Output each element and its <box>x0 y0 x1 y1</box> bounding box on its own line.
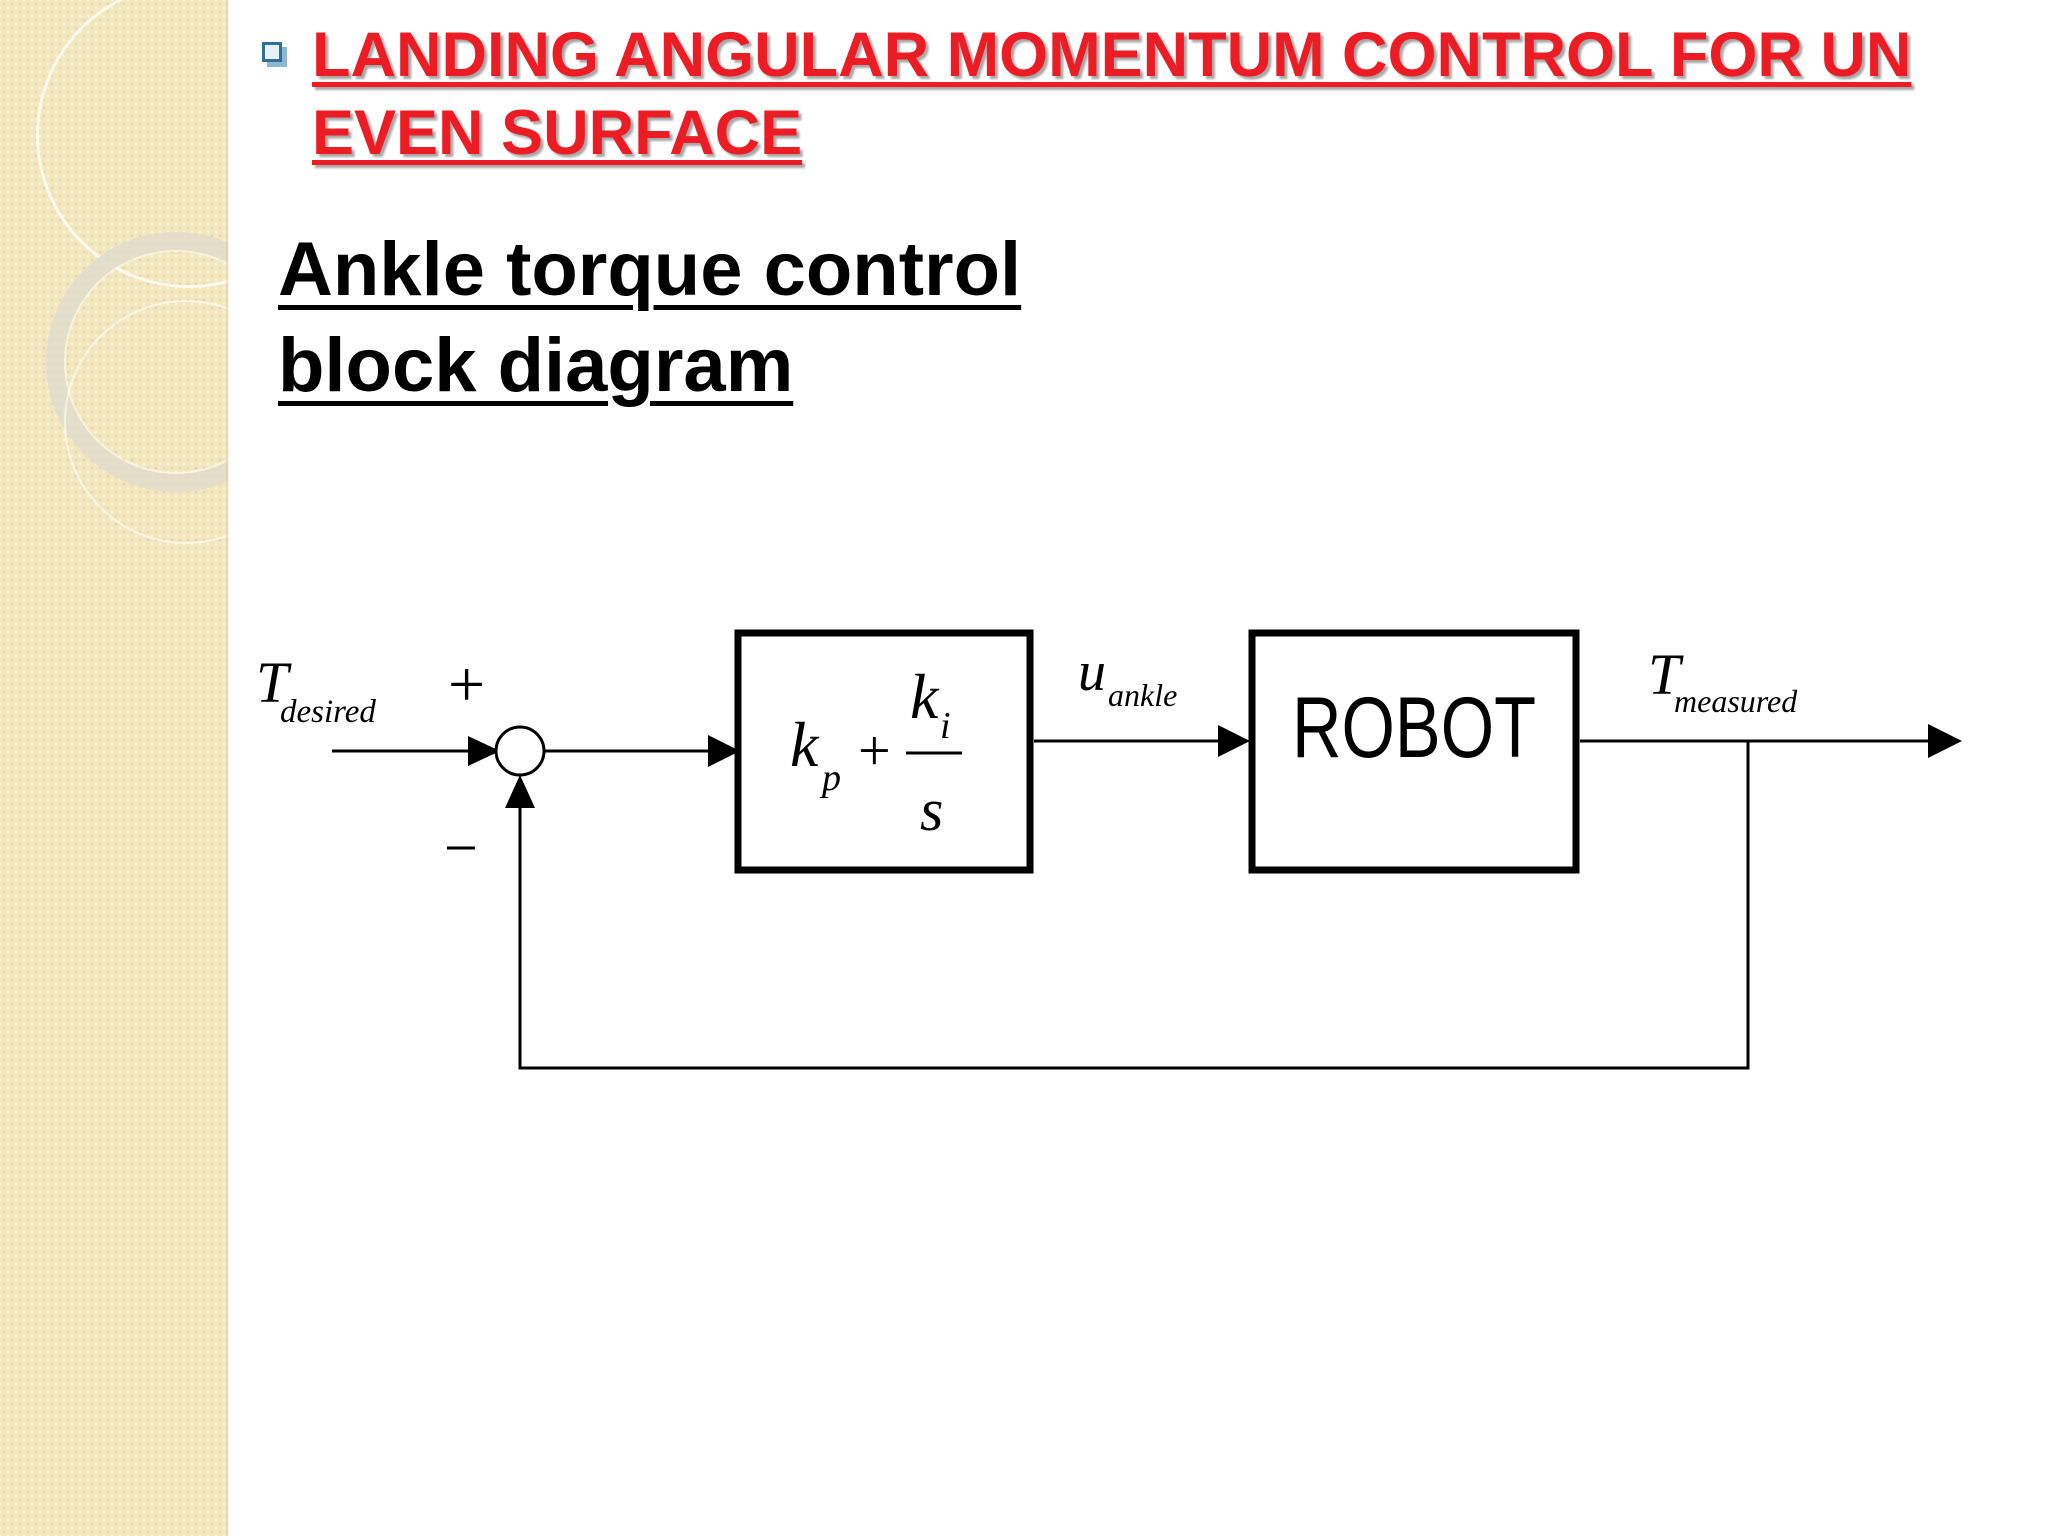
controller-block: k p + k i s <box>734 629 1034 874</box>
slide-subtitle: Ankle torque control block diagram <box>278 222 1178 414</box>
decorative-sidebar <box>0 0 228 1536</box>
signal-subscript: ankle <box>1108 677 1177 713</box>
input-arrow <box>332 736 500 766</box>
sidebar-edge <box>226 0 230 1536</box>
kp-subscript: p <box>819 757 841 799</box>
signal-symbol: u <box>1078 641 1106 703</box>
plus-sign: + <box>448 648 485 721</box>
input-label: T desired <box>256 650 376 730</box>
kp-symbol: k <box>790 709 820 780</box>
robot-block: ROBOT <box>1248 629 1580 874</box>
output-subscript: measured <box>1674 683 1798 719</box>
heading-text: LANDING ANGULAR MOMENTUM CONTROL FOR UN … <box>312 20 1912 168</box>
output-symbol: T <box>1648 642 1684 707</box>
slide-heading: LANDING ANGULAR MOMENTUM CONTROL FOR UN … <box>262 16 1982 172</box>
output-arrow <box>1580 724 1962 758</box>
subtitle-line-1: Ankle torque control <box>278 227 1022 312</box>
minus-sign: − <box>444 815 478 881</box>
summing-junction <box>494 725 546 777</box>
square-bullet-icon <box>262 42 288 68</box>
control-signal-label: u ankle <box>1078 641 1177 713</box>
denominator-s: s <box>920 777 943 843</box>
controller-plus: + <box>858 718 891 783</box>
error-arrow <box>544 735 740 767</box>
robot-label: ROBOT <box>1292 680 1536 776</box>
feedback-path <box>518 741 1750 1070</box>
control-signal-arrow <box>1034 725 1250 757</box>
ki-symbol: k <box>910 661 940 732</box>
input-symbol: T <box>256 650 292 715</box>
input-subscript: desired <box>280 694 376 730</box>
output-label: T measured <box>1648 642 1798 719</box>
feedback-arrow-head <box>505 775 535 808</box>
ki-subscript: i <box>940 705 951 747</box>
subtitle-line-2: block diagram <box>278 323 794 408</box>
